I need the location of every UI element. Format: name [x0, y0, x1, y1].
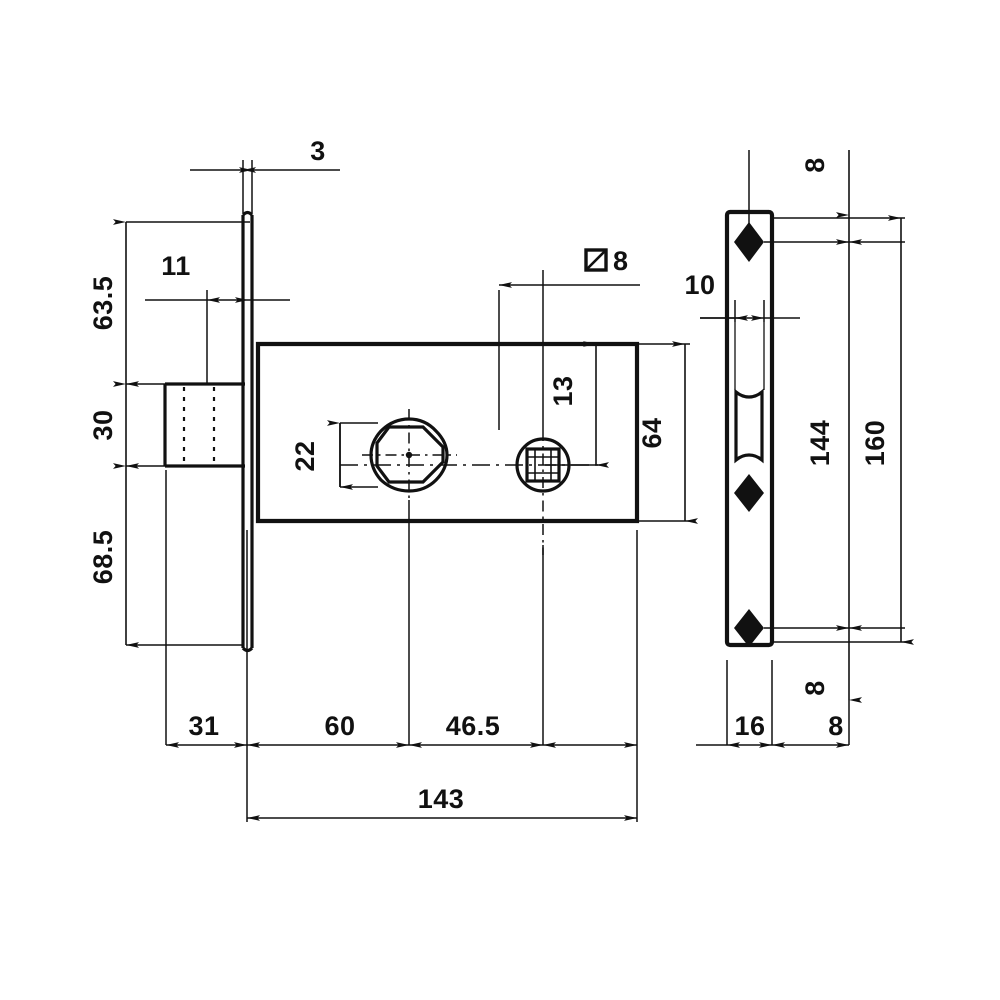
screw-hole-middle	[734, 474, 764, 512]
faceplate-view-group: 8 10 144 160 8 16 8	[684, 150, 914, 748]
dim-label-144: 144	[805, 420, 835, 467]
square-section-symbol-group: 8	[584, 246, 629, 276]
dim-label-8-right: 8	[828, 711, 844, 741]
screw-hole-top	[734, 222, 764, 262]
dim-label-31: 31	[188, 711, 219, 741]
dim-label-10: 10	[684, 270, 715, 300]
dim-label-63-5: 63.5	[88, 276, 118, 331]
dim-label-3: 3	[310, 136, 326, 166]
plan-view-group: 3 11 63.5 30 68.5 22 64 13 8 31 60 46.5 …	[88, 136, 698, 822]
screw-hole-bottom	[734, 609, 764, 647]
dim-label-60: 60	[324, 711, 355, 741]
forend-plate	[241, 210, 254, 653]
case-edge-lines	[734, 322, 765, 390]
dim-label-22: 22	[290, 440, 320, 471]
dim-label-13: 13	[548, 375, 578, 406]
plan-dimension-lines	[113, 167, 698, 821]
dim-label-30: 30	[88, 409, 118, 440]
dim-label-68-5: 68.5	[88, 530, 118, 585]
dim-label-64: 64	[637, 417, 667, 448]
dim-label-46-5: 46.5	[446, 711, 501, 741]
dim-label-11: 11	[161, 251, 191, 281]
faceplate-dimension-lines	[696, 150, 914, 748]
dim-label-8-square: 8	[613, 246, 629, 276]
dim-label-143: 143	[418, 784, 465, 814]
keyhole-centre-mark	[362, 409, 457, 500]
dim-label-8-bottom: 8	[800, 680, 830, 696]
dim-label-8-top: 8	[800, 157, 830, 173]
dim-label-16: 16	[734, 711, 765, 741]
latch-opening-slot	[734, 388, 764, 464]
dim-label-160: 160	[860, 420, 890, 467]
